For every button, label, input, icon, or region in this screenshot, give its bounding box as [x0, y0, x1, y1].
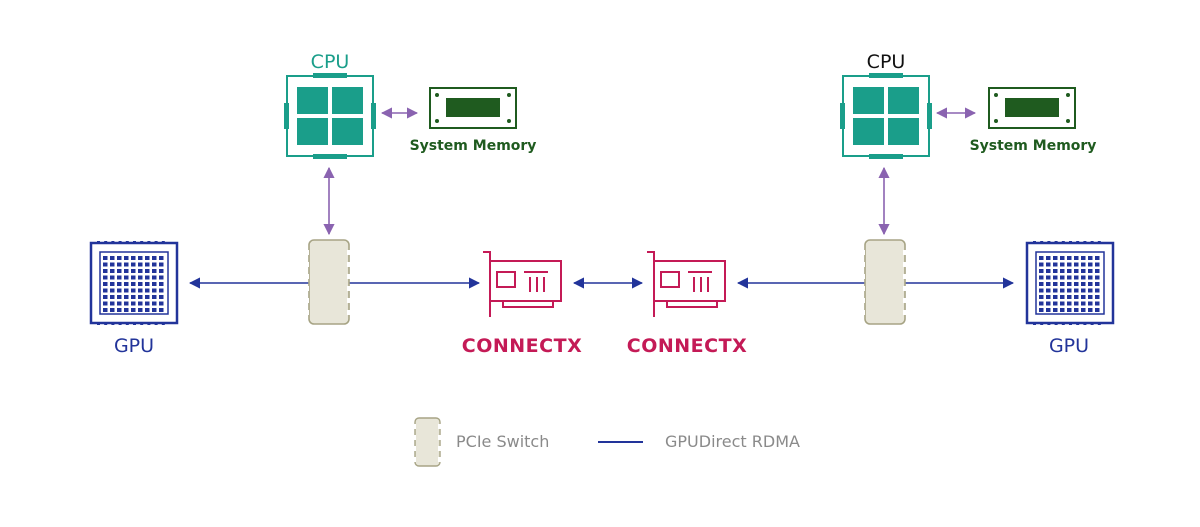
system-memory-module-left [429, 87, 517, 129]
cpu-chip-right [840, 73, 932, 159]
legend-pcie-switch-icon [413, 417, 441, 467]
cpu-label-right: CPU [866, 51, 906, 73]
gpu-label-left: GPU [113, 335, 155, 357]
system-memory-module-right [988, 87, 1076, 129]
gpu-chip-left [89, 241, 179, 325]
cpu-label-left: CPU [310, 51, 350, 73]
gpu-chip-right [1025, 241, 1115, 325]
memory-label-left: System Memory [409, 138, 537, 154]
legend-pcie-switch-label: PCIe Switch [456, 432, 550, 451]
pcie-switch-left [306, 239, 350, 325]
gpu-core-grid-left [97, 241, 165, 325]
memory-label-right: System Memory [969, 138, 1097, 154]
cpu-chip-left [284, 73, 376, 159]
gpu-core-grid-right [1033, 241, 1101, 325]
connectx-label-left: CONNECTX [461, 335, 583, 357]
connectx-nic-right [647, 251, 726, 317]
connectx-label-right: CONNECTX [626, 335, 748, 357]
legend-gpudirect-rdma-label: GPUDirect RDMA [665, 432, 800, 451]
pcie-switch-right [862, 239, 906, 325]
connectx-nic-left [483, 251, 562, 317]
gpu-label-right: GPU [1048, 335, 1090, 357]
